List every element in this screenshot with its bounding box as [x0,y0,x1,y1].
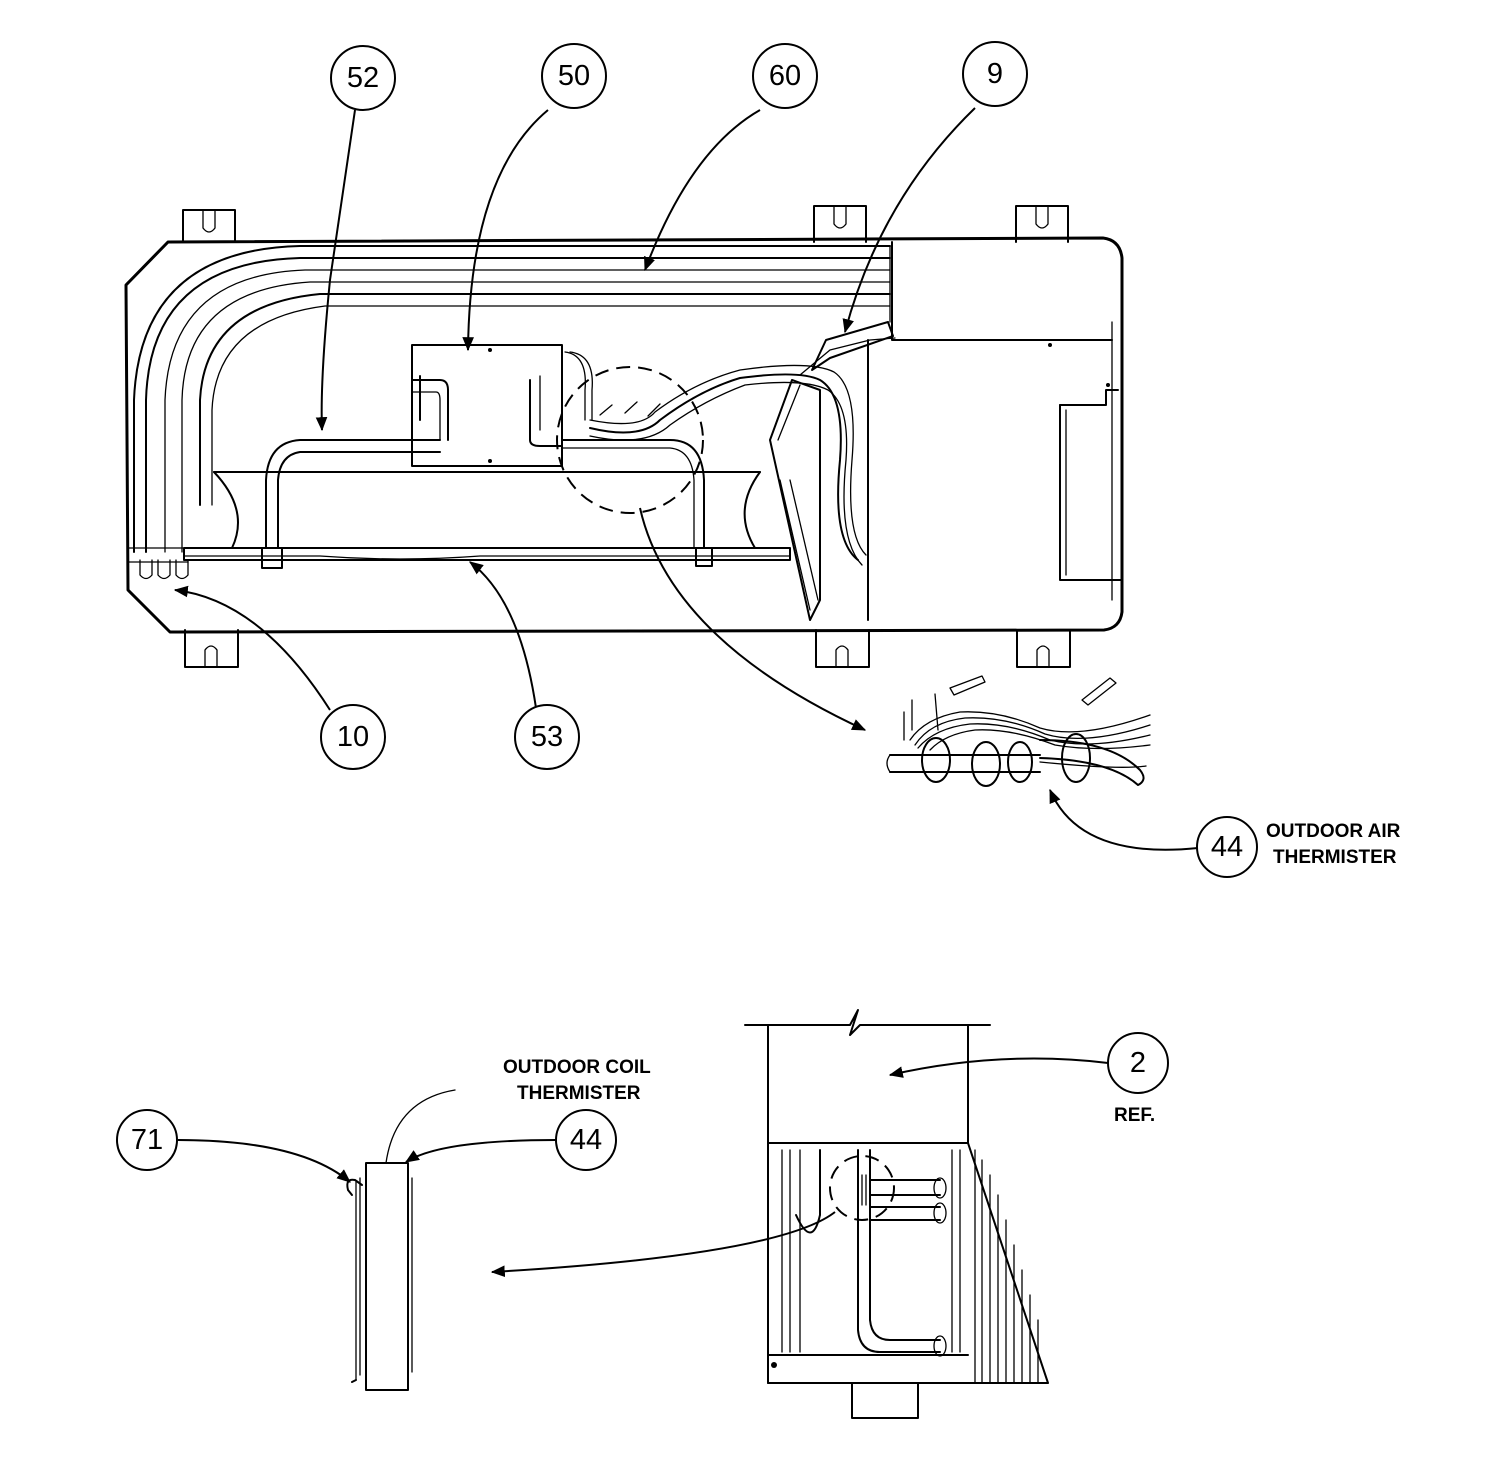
wire-harness [589,321,896,566]
detail-circle-top [556,366,704,514]
callout-10: 10 [320,704,386,770]
outdoor-coil-note-line2: THERMISTER [517,1083,641,1104]
outdoor-coil-section [490,1009,1109,1419]
outdoor-air-thermister-detail [886,675,1199,851]
callout-52-label: 52 [347,62,379,94]
cabinet-outline [124,236,1124,634]
fin-hatching [974,1149,1039,1384]
callout-71-label: 71 [131,1124,163,1156]
mounting-tab-bottom-left [184,629,239,668]
fan-shroud [183,471,791,561]
leader-9 [842,107,976,334]
callout-71: 71 [116,1109,178,1171]
callout-10-label: 10 [337,721,369,753]
callout-60: 60 [752,43,818,109]
callout-53-label: 53 [531,721,563,753]
mounting-tab-top-center [813,205,867,243]
leader-50 [462,109,549,352]
right-compartment [867,241,1123,621]
detail-circle-bottom [829,1155,895,1221]
callout-44-coil: 44 [555,1109,617,1171]
callout-53: 53 [514,704,580,770]
leader-10 [173,585,331,711]
callout-2-label: 2 [1130,1047,1146,1079]
callout-2: 2 [1107,1032,1169,1094]
leader-52 [315,109,356,432]
callout-50: 50 [541,43,607,109]
callout-50-label: 50 [558,60,590,92]
refrigerant-line-52 [265,439,441,549]
mounting-tab-top-left [182,209,236,243]
mounting-tab-bottom-center [815,629,870,668]
diagonal-bracket [769,379,821,621]
callout-9: 9 [962,41,1028,107]
leader-60 [644,109,761,272]
outdoor-coil-thermister-detail [177,1089,557,1391]
mounting-tab-bottom-right [1016,629,1071,668]
outdoor-air-note-line1: OUTDOOR AIR [1266,821,1401,842]
leader-53 [469,561,537,709]
ref-note: REF. [1114,1105,1155,1126]
outdoor-coil-note-line1: OUTDOOR COIL [503,1057,651,1078]
callout-44-air: 44 [1196,816,1258,878]
outdoor-unit-assembly [124,205,1124,731]
callout-52: 52 [330,45,396,111]
mounting-tab-top-right [1015,205,1069,243]
coil-tube-assembly [133,245,891,580]
outdoor-air-note-line2: THERMISTER [1273,847,1397,868]
callout-9-label: 9 [987,58,1003,90]
callout-44-air-label: 44 [1211,831,1243,863]
callout-44-coil-label: 44 [570,1124,602,1156]
callout-60-label: 60 [769,60,801,92]
